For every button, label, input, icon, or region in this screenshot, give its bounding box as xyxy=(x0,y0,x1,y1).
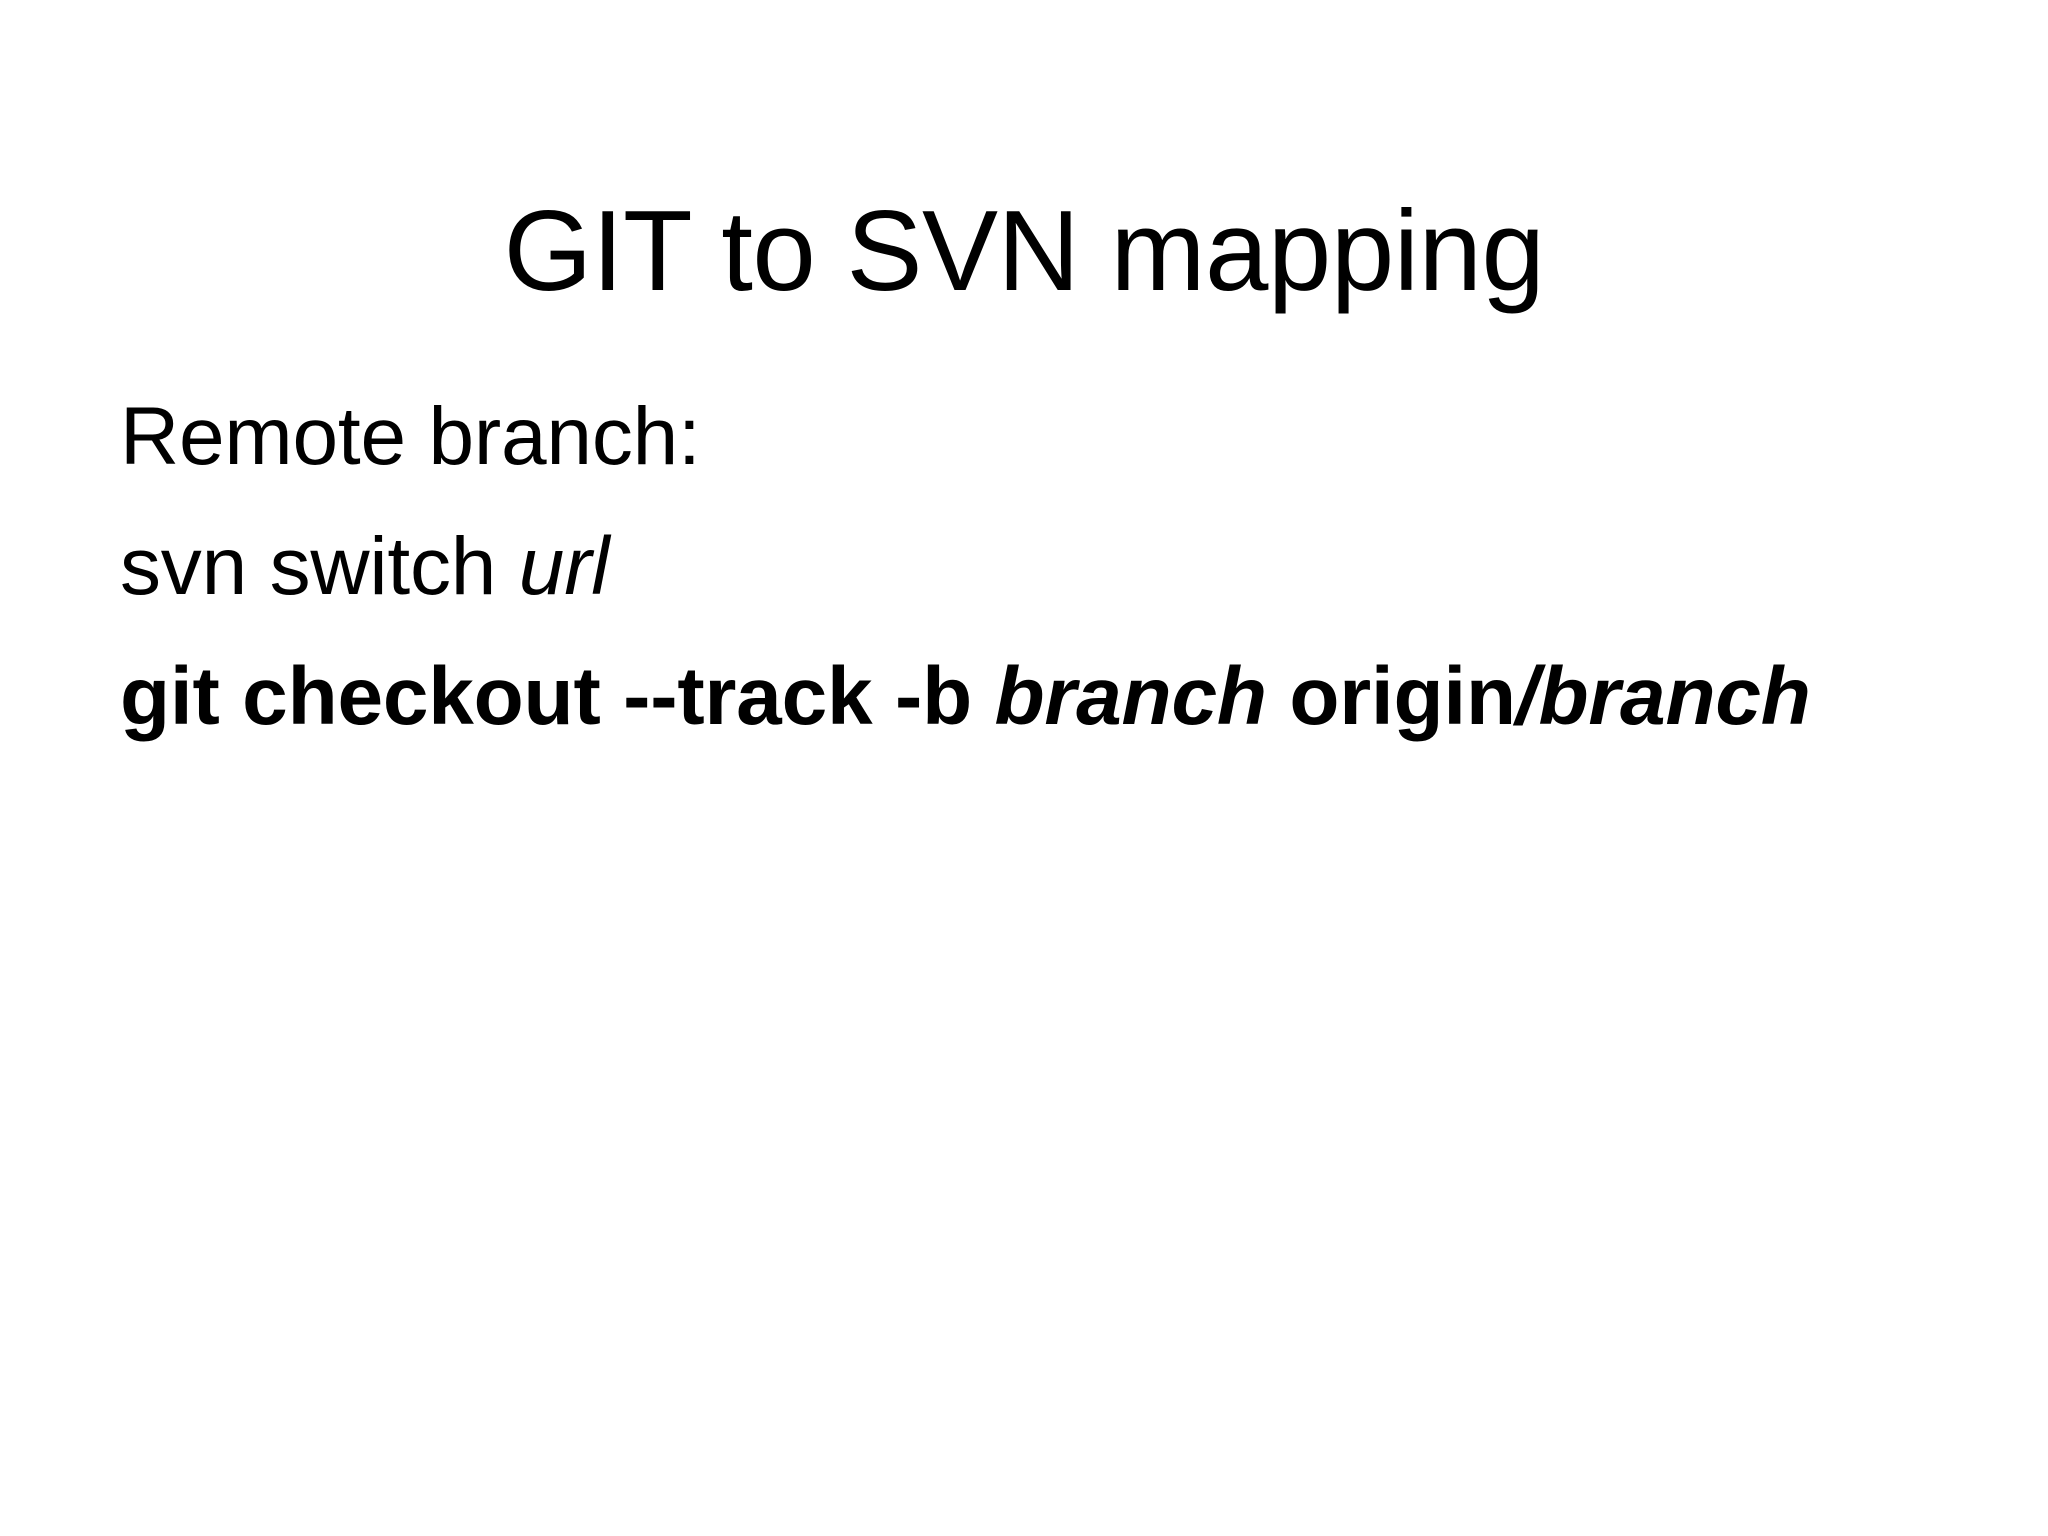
git-checkout-branch-placeholder: branch xyxy=(994,651,1267,742)
svn-switch-url-placeholder: url xyxy=(518,521,610,612)
svn-switch-command-text: svn switch xyxy=(120,521,519,612)
slide-title: GIT to SVN mapping xyxy=(503,188,1545,316)
body-line-svn-switch-command: svn switch url xyxy=(120,502,1940,632)
remote-branch-label-text: Remote branch: xyxy=(120,391,701,482)
git-checkout-origin-text: origin xyxy=(1266,651,1516,742)
slide-body: Remote branch: svn switch url git checko… xyxy=(120,372,1940,762)
git-checkout-origin-branch-placeholder: /branch xyxy=(1515,651,1811,742)
body-line-git-checkout-command: git checkout --track -b branch origin/br… xyxy=(120,632,1940,762)
body-line-remote-branch-label: Remote branch: xyxy=(120,372,1940,502)
git-checkout-command-text: git checkout --track -b xyxy=(120,651,995,742)
